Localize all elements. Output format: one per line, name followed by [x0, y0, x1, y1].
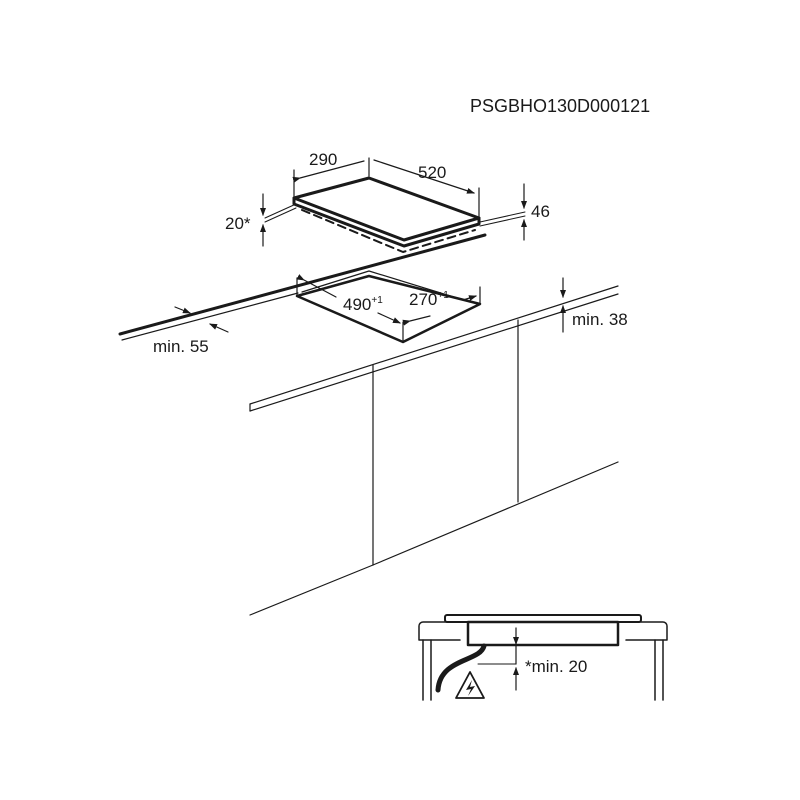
- hob-top-thickness-label: 20*: [225, 214, 251, 233]
- hob-height-label: 46: [531, 202, 550, 221]
- clearance-below-label: *min. 20: [525, 657, 587, 676]
- worktop-thickness-label: min. 38: [572, 310, 628, 329]
- worktop-drawing: [118, 233, 619, 616]
- front-distance-label: min. 55: [153, 337, 209, 356]
- model-code: PSGBHO130D000121: [470, 96, 650, 116]
- electrical-hazard-warning-icon: [455, 671, 485, 699]
- cutout-depth-label: 270+1: [409, 290, 449, 309]
- hob-width-label: 520: [418, 163, 446, 182]
- section-detail: [418, 614, 668, 701]
- hob-depth-label: 290: [309, 150, 337, 169]
- cutout-width-label: 490+1: [343, 295, 383, 314]
- hob-drawing: [260, 157, 527, 253]
